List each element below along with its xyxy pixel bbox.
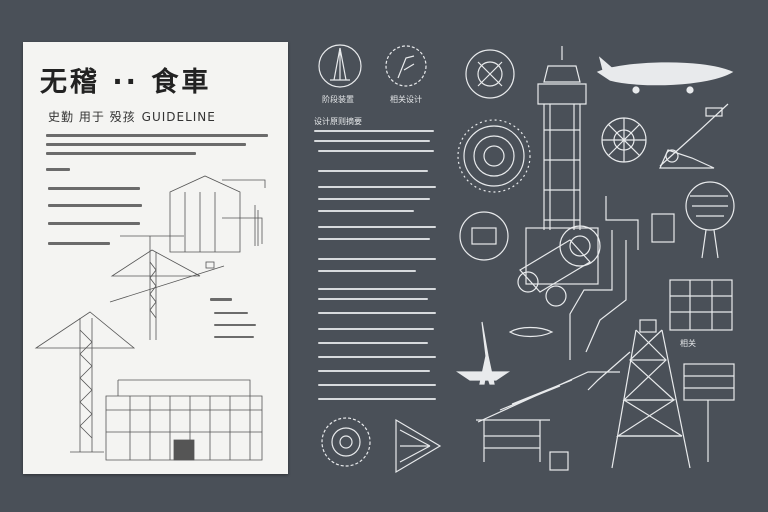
guideline-sheet [23,42,288,474]
dish-circle-icon [685,181,735,259]
small-heading: 相关 [680,339,696,348]
building-front-drawing [105,379,263,461]
ship-drawing [508,326,554,338]
pipe-drawing [569,196,675,360]
bottom-gear-drawing [321,417,371,467]
control-panel-drawing [669,279,733,331]
rocket-drawing [456,321,510,385]
console-circle-icon [459,211,509,261]
triangle-drawing [395,418,442,474]
turbine-circle-icon [601,117,647,163]
poster-title: 无稽 ·· 食車 [40,67,212,98]
robot-arm-drawing [659,103,729,169]
tower-drawing [525,46,599,285]
lattice-tower-drawing [587,319,691,469]
gear-hand-icon [385,45,427,87]
signboard-drawing [683,363,735,462]
left-crane-drawing [34,311,136,453]
icon-caption-2: 相关设计 [390,95,422,104]
crane-circle-icon [318,44,362,88]
bottom-crane-drawing [476,371,620,471]
airplane-drawing [596,56,734,94]
subtitle-en: GUIDELINE [141,110,216,124]
machine-gears-drawing [517,225,601,307]
subtitle-cn: 史勤 用于 殁孩 [48,110,136,124]
icon-caption-1: 阶段装置 [322,95,354,104]
hoist-circle-icon [465,49,515,99]
section-heading: 设计原则摘要 [314,117,362,126]
poster-subtitle: 史勤 用于 殁孩 GUIDELINE [48,108,216,125]
gear-wheel-drawing [457,119,531,193]
mid-crane-drawing [109,235,225,340]
building-elevation-drawing [169,175,266,253]
